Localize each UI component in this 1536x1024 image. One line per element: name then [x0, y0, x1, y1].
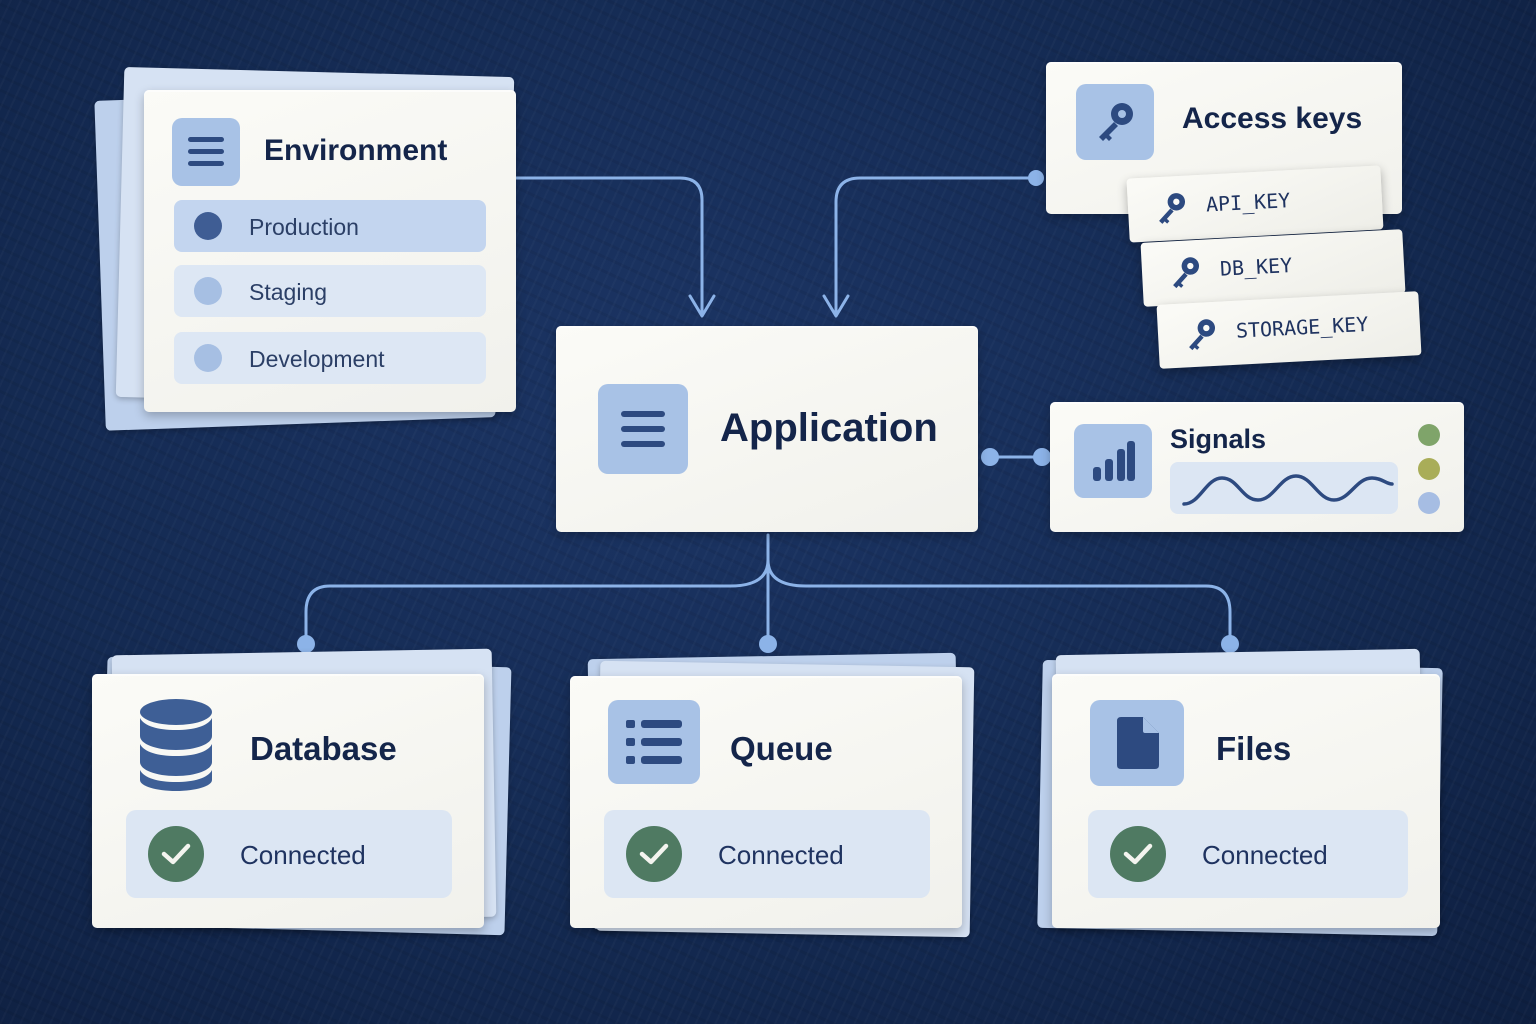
status-indicator-dot [1418, 492, 1440, 514]
application-card[interactable]: Application [556, 326, 978, 532]
queue-card[interactable]: Queue Connected [570, 676, 962, 928]
database-icon [138, 698, 214, 797]
connector-dot [1221, 635, 1239, 653]
env-option-label: Production [249, 214, 359, 240]
file-icon [1090, 700, 1184, 786]
radio-icon [194, 277, 222, 305]
database-card[interactable]: Database Connected [92, 674, 484, 928]
wire-to-database [304, 558, 770, 646]
check-circle-icon [1110, 826, 1166, 882]
env-option-production[interactable]: Production [174, 200, 486, 252]
key-icon [1189, 319, 1216, 351]
files-card[interactable]: Files Connected [1052, 674, 1440, 928]
list-icon [172, 118, 240, 186]
list-icon [598, 384, 688, 474]
status-label: Connected [240, 840, 366, 870]
env-option-label: Staging [249, 279, 328, 305]
files-status: Connected [1088, 810, 1408, 898]
key-icon [1159, 193, 1186, 224]
key-chip-db-key[interactable]: DB_KEY [1140, 229, 1406, 307]
status-label: Connected [1202, 840, 1328, 870]
status-label: Connected [718, 840, 844, 870]
env-option-label: Development [249, 346, 385, 372]
environment-title: Environment [264, 134, 448, 167]
key-chip-api-key[interactable]: API_KEY [1126, 165, 1384, 243]
wire-environment-application [514, 176, 704, 314]
key-chip-label: STORAGE_KEY [1235, 311, 1369, 343]
env-option-staging[interactable]: Staging [174, 265, 486, 317]
queue-status: Connected [604, 810, 930, 898]
key-chip-storage-key[interactable]: STORAGE_KEY [1156, 291, 1422, 369]
database-title: Database [250, 730, 397, 767]
connector-dot [297, 635, 315, 653]
check-circle-icon [148, 826, 204, 882]
connector-dot [759, 635, 777, 653]
arrowhead-environment [688, 294, 716, 318]
status-indicator-dot [1418, 458, 1440, 480]
queue-list-icon [608, 700, 700, 784]
environment-card[interactable]: Environment Production Staging Developme… [144, 90, 516, 412]
queue-title: Queue [730, 730, 833, 767]
key-icon [1173, 257, 1200, 289]
connector-dot [1033, 448, 1051, 466]
connector-dot [981, 448, 999, 466]
radio-icon [194, 344, 222, 372]
radio-selected-icon [194, 212, 222, 240]
key-chip-label: DB_KEY [1219, 253, 1293, 281]
bar-chart-icon [1074, 424, 1152, 498]
key-icon [1076, 84, 1154, 160]
signal-waveform [1170, 462, 1398, 514]
check-circle-icon [626, 826, 682, 882]
env-option-development[interactable]: Development [174, 332, 486, 384]
arrowhead-keys [822, 294, 850, 318]
signals-card[interactable]: Signals [1050, 402, 1464, 532]
access-keys-title: Access keys [1182, 102, 1363, 135]
wire-keys-application [834, 176, 1038, 314]
signals-title: Signals [1170, 424, 1267, 454]
wire-to-files [766, 558, 1232, 646]
database-status: Connected [126, 810, 452, 898]
connector-dot [1028, 170, 1044, 186]
status-indicator-dot [1418, 424, 1440, 446]
files-title: Files [1216, 730, 1292, 767]
application-title: Application [720, 406, 938, 450]
key-chip-label: API_KEY [1205, 188, 1291, 217]
